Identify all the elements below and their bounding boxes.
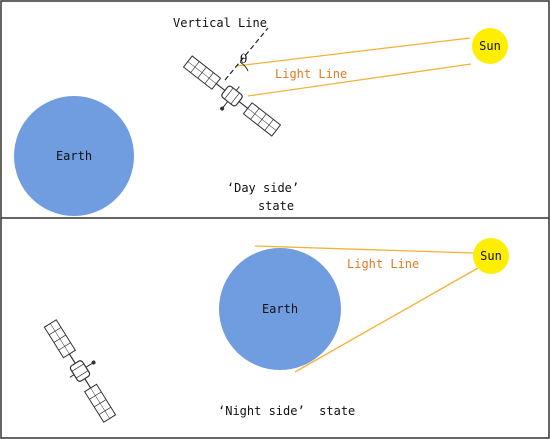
sun-label: Sun [480,249,502,263]
vertical-line-dashed [224,27,269,81]
light-line-label: Light Line [347,257,419,271]
day-side-panel: Earth Sun Light Line Vertical Line θ [14,16,508,216]
light-ray-upper [235,37,471,67]
day-state-label-line1: ‘Day side’ [227,181,299,195]
night-state-label: ‘Night side’ state [218,404,355,418]
light-ray-lower [294,267,479,373]
earth-label: Earth [262,302,298,316]
sun-circle [473,238,509,274]
earth-circle [14,96,134,216]
light-ray-lower [247,63,472,97]
angle-theta-label: θ [240,52,247,66]
satellite-icon [182,55,282,137]
sun-label: Sun [479,39,501,53]
satellite-icon [43,319,117,423]
earth-label: Earth [56,149,92,163]
night-side-panel: Earth Sun Light Line ‘Night [43,238,509,423]
vertical-line-label: Vertical Line [173,16,267,30]
light-line-label: Light Line [275,67,347,81]
earth-circle [219,248,341,370]
sun-circle [472,28,508,64]
day-state-label-line2: state [258,199,294,213]
angle-arc [239,61,249,72]
light-ray-upper [254,245,475,254]
